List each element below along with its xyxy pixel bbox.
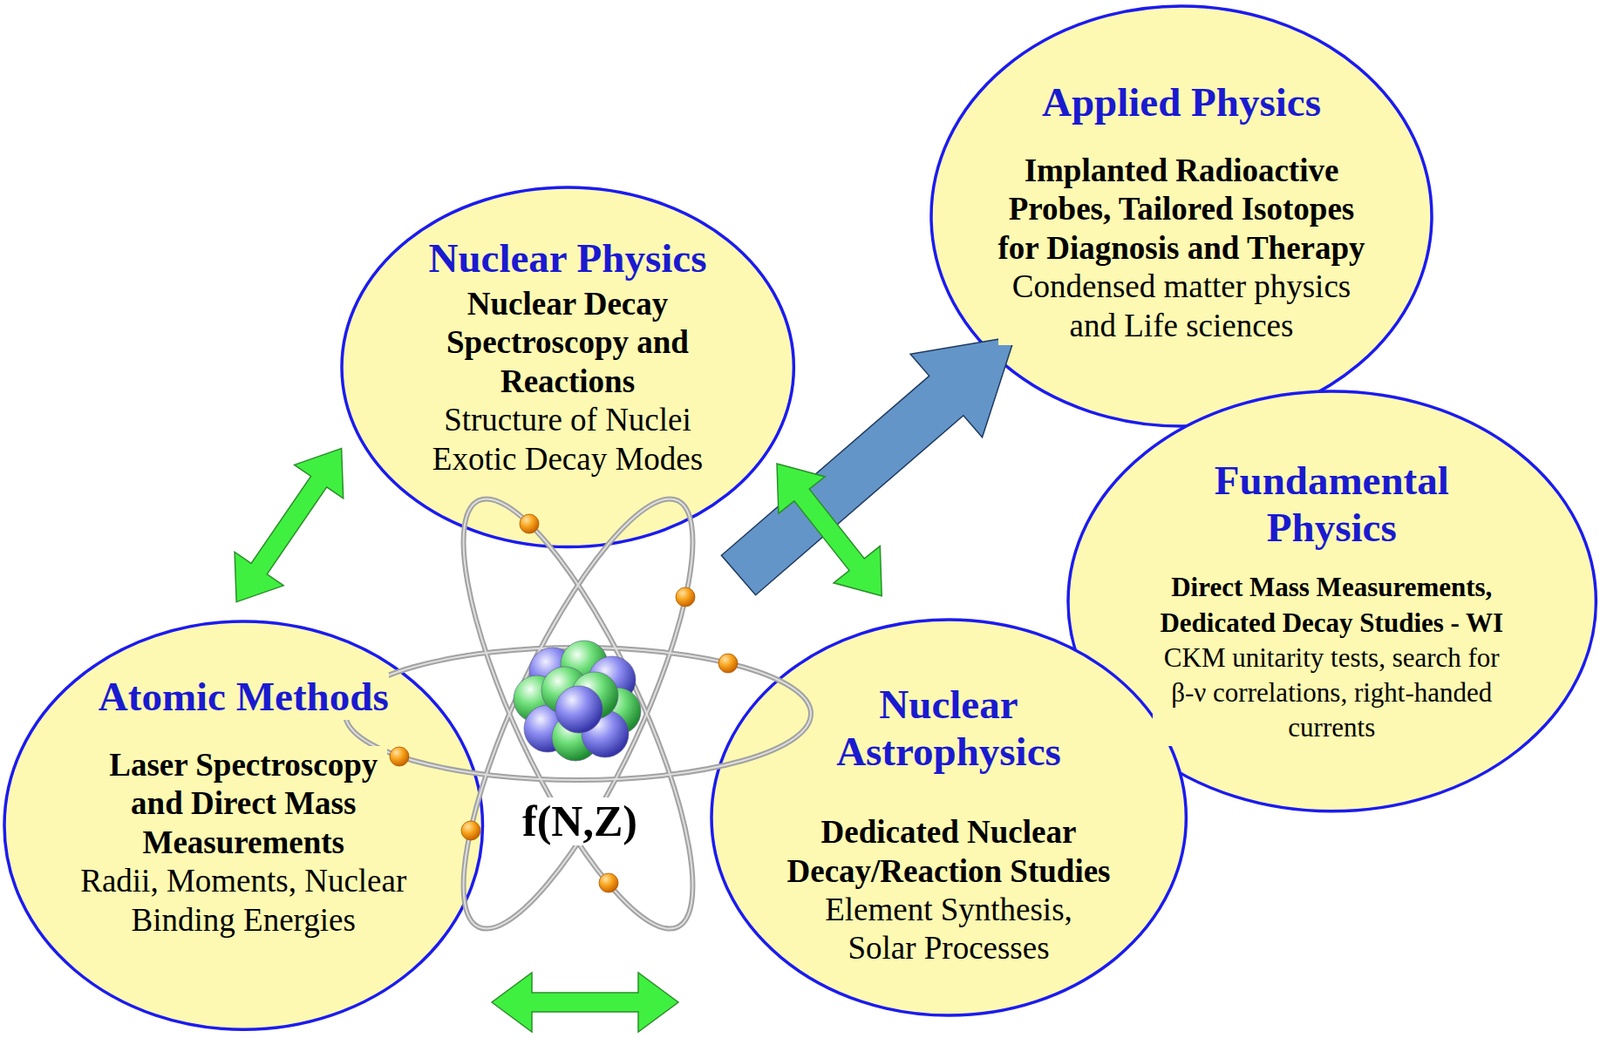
subject-text: CKM unitarity tests, search for β-ν corr… [1152,640,1511,747]
electron [599,873,619,893]
orbit-highlight [422,474,736,954]
electron-orbits [345,474,811,954]
topic-heading: Fundamental Physics [1200,456,1463,552]
topic-ellipse: Nuclear AstrophysicsDedicated Nuclear De… [709,618,1188,1018]
subject-text: Element Synthesis, Solar Processes [809,891,1089,969]
topic-heading: Nuclear Physics [428,234,707,282]
electron [461,821,481,841]
topic-ellipse: Atomic MethodsLaser Spectroscopy and Dir… [2,619,485,1032]
method-text: Laser Spectroscopy and Direct Mass Measu… [99,746,388,863]
ellipse-shape [341,187,794,548]
nucleus [513,640,641,762]
electrons [389,514,738,893]
topic-heading: Applied Physics [1041,78,1321,126]
topic-heading: Atomic Methods [98,673,389,721]
neutron [555,686,603,734]
relation-arrow [234,449,344,603]
electron [389,747,409,767]
ellipse-shape [4,621,484,1030]
method-text: Dedicated Nuclear Decay/Reaction Studies [778,813,1119,892]
function-label: f(N,Z) [520,797,640,846]
method-text: Direct Mass Measurements, Dedicated Deca… [1152,570,1511,641]
subject-text: Condensed matter physics and Life scienc… [998,267,1365,346]
orbit [422,474,736,954]
subject-text: Radii, Moments, Nuclear Binding Energies [73,862,414,940]
text-block: Nuclear AstrophysicsDedicated Nuclear De… [709,680,1188,969]
relation-arrow [776,463,882,597]
text-block: Fundamental PhysicsDirect Mass Measureme… [1066,456,1598,747]
orbit [422,474,736,954]
topic-ellipse: Nuclear PhysicsNuclear Decay Spectroscop… [340,185,796,550]
method-text: Nuclear Decay Spectroscopy and Reactions [423,285,712,402]
subject-text: Structure of Nuclei Exotic Decay Modes [423,401,712,479]
ellipse-shape [711,619,1186,1016]
electron [519,514,539,534]
electron [718,653,738,674]
text-block: Applied PhysicsImplanted Radioactive Pro… [929,78,1434,346]
orbit-highlight [422,474,736,954]
topic-heading: Nuclear Astrophysics [817,680,1080,776]
text-block: Atomic MethodsLaser Spectroscopy and Dir… [2,673,485,940]
electron [675,587,695,607]
method-text: Implanted Radioactive Probes, Tailored I… [994,151,1369,268]
relation-arrow [491,973,679,1033]
text-block: Nuclear PhysicsNuclear Decay Spectroscop… [340,234,796,479]
